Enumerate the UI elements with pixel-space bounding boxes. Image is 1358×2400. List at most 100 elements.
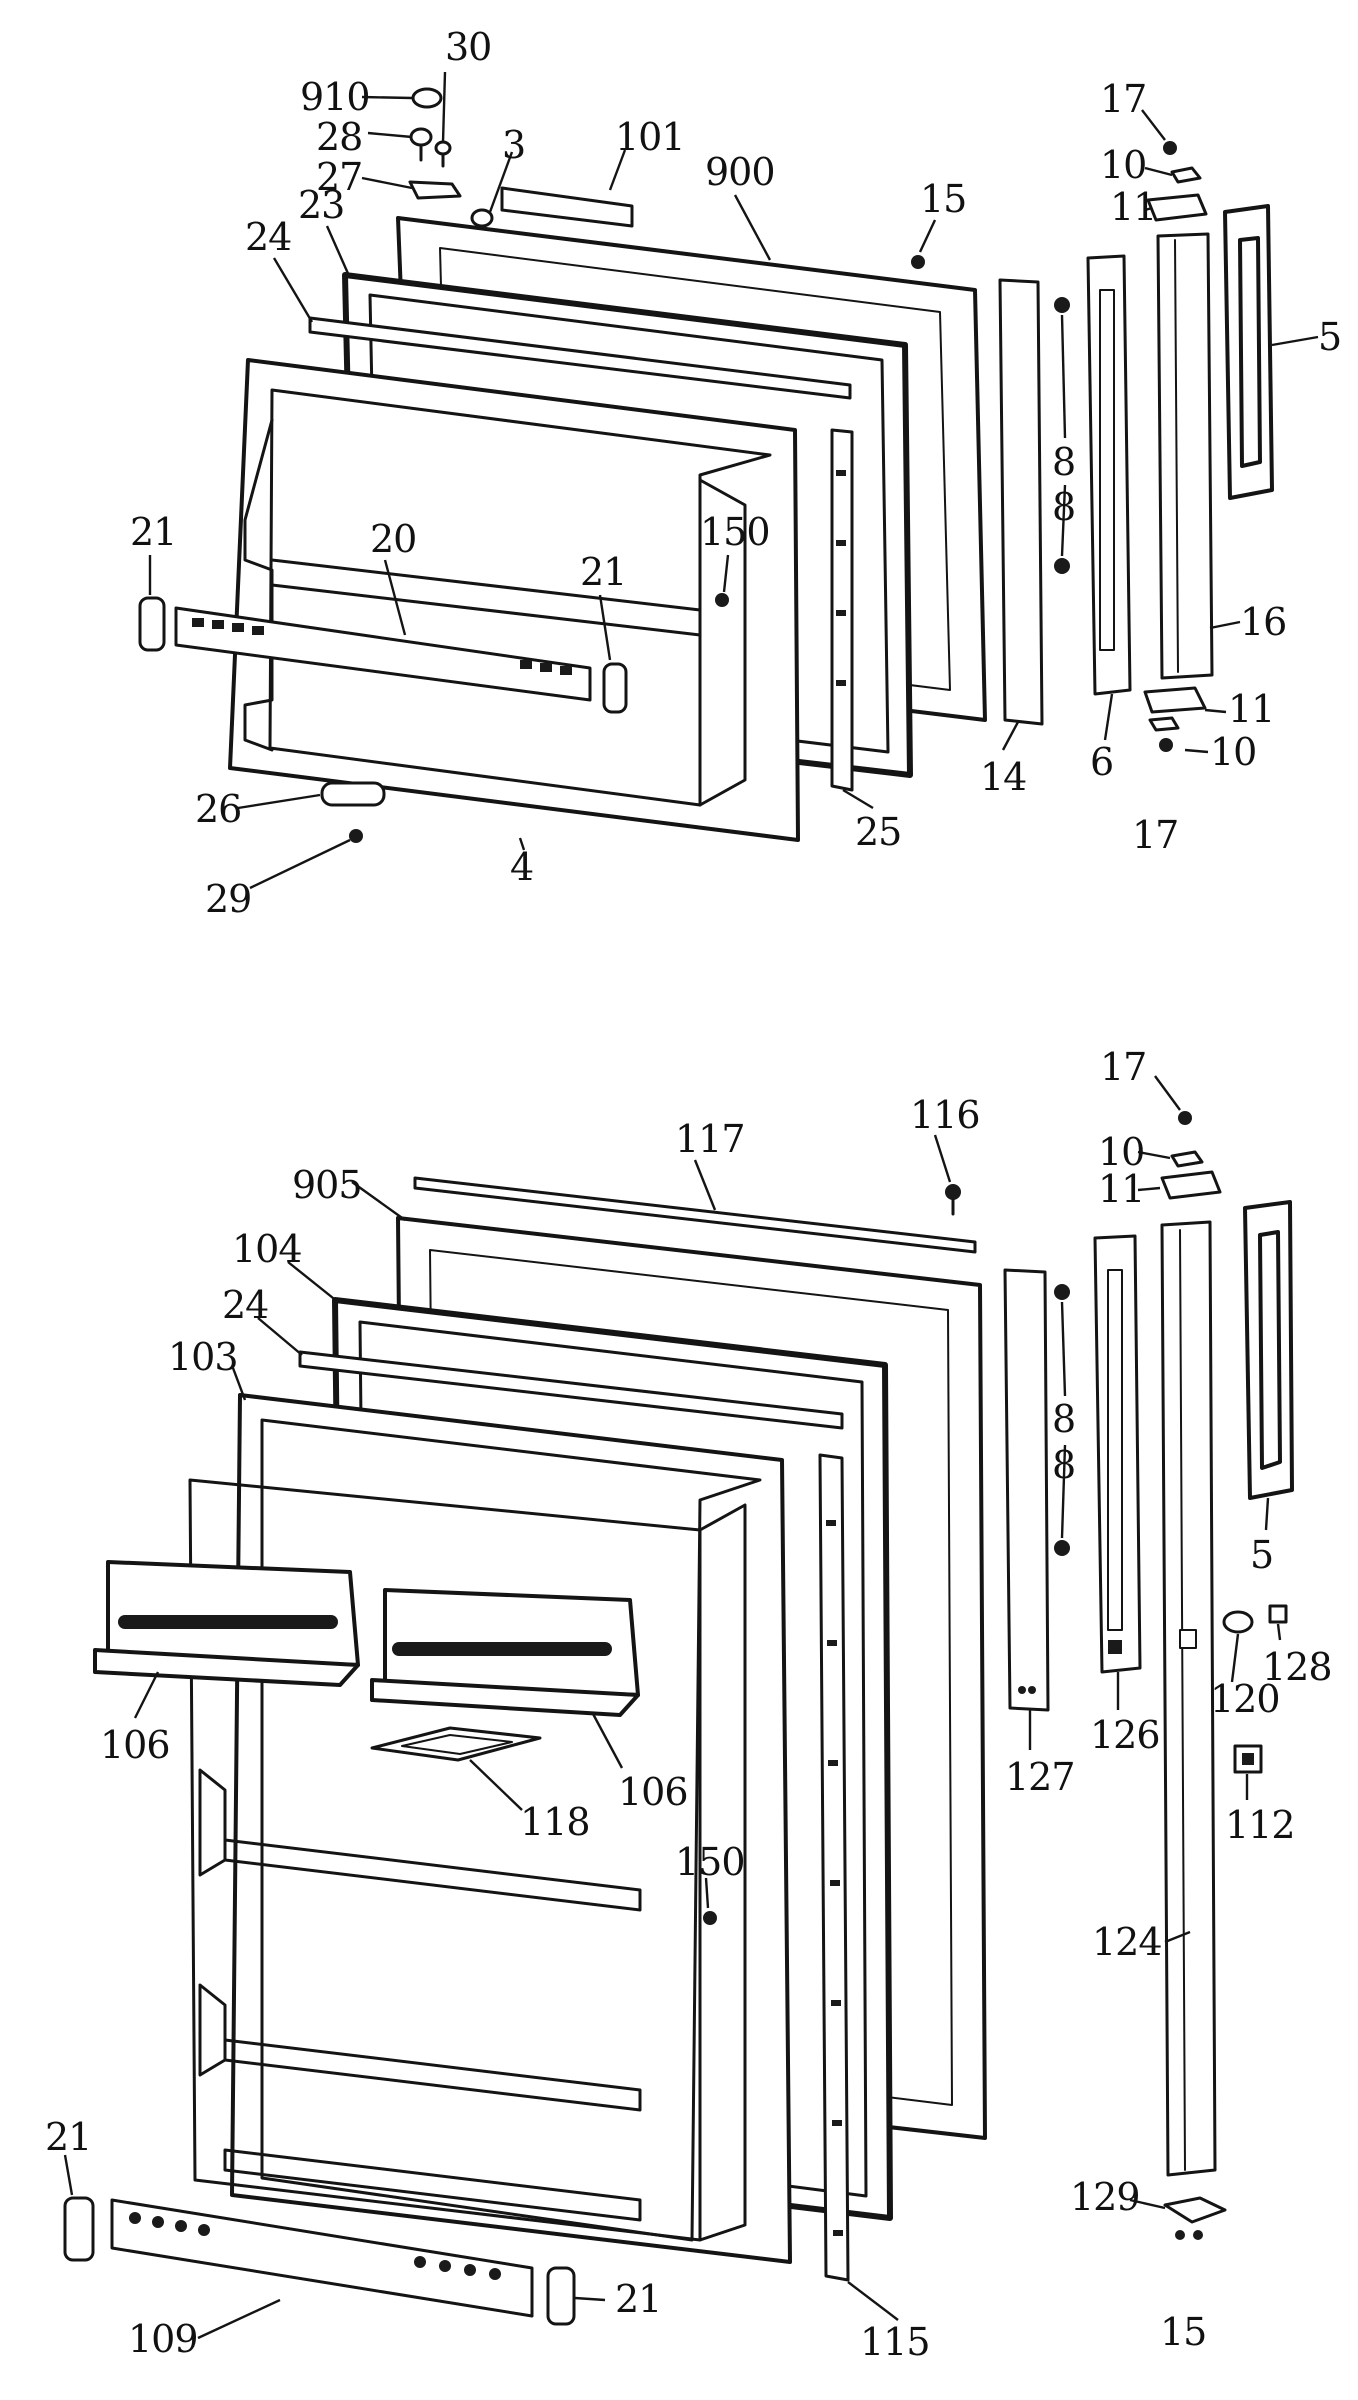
screw-8-top bbox=[1054, 297, 1070, 313]
callout: 900 bbox=[705, 150, 775, 194]
callout: 15 bbox=[1160, 2310, 1206, 2354]
cap-910 bbox=[411, 87, 443, 109]
callout: 3 bbox=[502, 123, 525, 167]
screw-150 bbox=[715, 593, 729, 607]
shelf-end-cap-21-left bbox=[138, 596, 166, 652]
strip-14 bbox=[998, 278, 1044, 726]
callout: 4 bbox=[510, 845, 533, 889]
screw-8-lower-bottom bbox=[1054, 1540, 1070, 1556]
callout: 150 bbox=[700, 510, 770, 554]
callout: 15 bbox=[920, 177, 966, 221]
callout: 109 bbox=[128, 2317, 198, 2361]
callout: 23 bbox=[298, 183, 344, 227]
callout: 20 bbox=[370, 517, 416, 561]
callout: 905 bbox=[292, 1163, 362, 1207]
shelf-bar-109 bbox=[110, 2198, 534, 2318]
door-bin-106-right bbox=[370, 1588, 640, 1717]
callout: 17 bbox=[1132, 813, 1178, 857]
dairy-tray-118 bbox=[370, 1726, 542, 1762]
part-128 bbox=[1268, 1604, 1288, 1624]
callout: 17 bbox=[1100, 1045, 1146, 1089]
callout: 8 bbox=[1052, 440, 1075, 484]
callout: 101 bbox=[615, 115, 685, 159]
callout: 126 bbox=[1090, 1713, 1160, 1757]
top-trim-117 bbox=[413, 1176, 977, 1254]
screw-116 bbox=[945, 1184, 961, 1200]
callout: 103 bbox=[168, 1335, 238, 1379]
strip-127 bbox=[1003, 1268, 1050, 1712]
callout: 128 bbox=[1262, 1645, 1332, 1689]
shelf-bar-20 bbox=[174, 606, 592, 702]
handle-5-lower bbox=[1243, 1200, 1294, 1500]
shim-10-lower bbox=[1170, 1150, 1204, 1168]
callout: 29 bbox=[205, 877, 251, 921]
shim-10-bottom bbox=[1148, 716, 1180, 732]
inner-door-liner-4 bbox=[228, 358, 800, 842]
callout: 11 bbox=[1098, 1167, 1144, 1211]
callout: 112 bbox=[1225, 1803, 1295, 1847]
screw-8-bottom bbox=[1054, 558, 1070, 574]
callout: 150 bbox=[675, 1840, 745, 1884]
lower-callouts: 17 116 117 905 10 11 104 24 103 8 5 8 10… bbox=[45, 1045, 1333, 2364]
door-bin-106-left bbox=[93, 1560, 360, 1687]
callout: 117 bbox=[675, 1117, 745, 1161]
screw-30 bbox=[434, 140, 452, 156]
screw-150-lower bbox=[703, 1911, 717, 1925]
upper-callouts: 910 30 28 27 3 101 900 15 24 23 21 20 21… bbox=[130, 25, 1342, 921]
callout: 129 bbox=[1070, 2175, 1140, 2219]
channel-124 bbox=[1160, 1220, 1217, 2177]
callout: 24 bbox=[245, 215, 291, 259]
callout: 910 bbox=[300, 75, 370, 119]
shelf-end-cap-21-right bbox=[602, 662, 628, 714]
callout: 10 bbox=[1210, 730, 1256, 774]
callout: 115 bbox=[860, 2320, 930, 2364]
callout: 104 bbox=[232, 1227, 302, 1271]
callout: 8 bbox=[1052, 1443, 1075, 1487]
callout: 106 bbox=[618, 1770, 688, 1814]
part-3 bbox=[470, 208, 494, 228]
lower-door-assembly bbox=[63, 1111, 1294, 2326]
callout: 16 bbox=[1240, 600, 1286, 644]
callout: 5 bbox=[1318, 315, 1341, 359]
callout: 30 bbox=[445, 25, 491, 69]
shelf-end-cap-21-lower-left bbox=[63, 2196, 95, 2262]
callout: 10 bbox=[1098, 1130, 1144, 1174]
hinge-plate-11-lower bbox=[1160, 1170, 1222, 1200]
callout: 14 bbox=[980, 755, 1026, 799]
screw-17-top bbox=[1163, 141, 1177, 155]
callout: 127 bbox=[1005, 1755, 1075, 1799]
callout: 116 bbox=[910, 1093, 980, 1137]
callout: 106 bbox=[100, 1723, 170, 1767]
callout: 26 bbox=[195, 787, 241, 831]
side-strip-115 bbox=[818, 1453, 850, 2282]
callout: 25 bbox=[855, 810, 901, 854]
leader-lines bbox=[63, 71, 1319, 2340]
hinge-channel-126 bbox=[1093, 1234, 1142, 1674]
handle-5-upper bbox=[1223, 204, 1274, 500]
callout: 8 bbox=[1052, 485, 1075, 529]
callout: 21 bbox=[580, 550, 626, 594]
callout: 21 bbox=[615, 2277, 661, 2321]
callout: 28 bbox=[316, 115, 362, 159]
screw-17-bottom bbox=[1159, 738, 1173, 752]
callout: 21 bbox=[130, 510, 176, 554]
callout: 21 bbox=[45, 2115, 91, 2159]
part-26 bbox=[320, 781, 386, 807]
callout: 27 bbox=[316, 155, 362, 199]
bracket-101 bbox=[500, 186, 634, 228]
screw-28 bbox=[409, 127, 433, 147]
hinge-plate-11-bottom bbox=[1143, 686, 1207, 714]
callout: 118 bbox=[520, 1800, 590, 1844]
callout: 8 bbox=[1052, 1397, 1075, 1441]
upper-door-assembly bbox=[138, 87, 1274, 843]
shelf-end-cap-21-lower-right bbox=[546, 2266, 576, 2326]
callout: 11 bbox=[1228, 687, 1274, 731]
screw-8-lower-top bbox=[1054, 1284, 1070, 1300]
screw-29 bbox=[349, 829, 363, 843]
breaker-strip-24-lower bbox=[298, 1350, 844, 1430]
hinge-plate-11-top bbox=[1146, 193, 1208, 222]
shim-10-top bbox=[1170, 166, 1202, 184]
hinge-channel-6 bbox=[1086, 254, 1132, 696]
callout: 5 bbox=[1250, 1533, 1273, 1577]
